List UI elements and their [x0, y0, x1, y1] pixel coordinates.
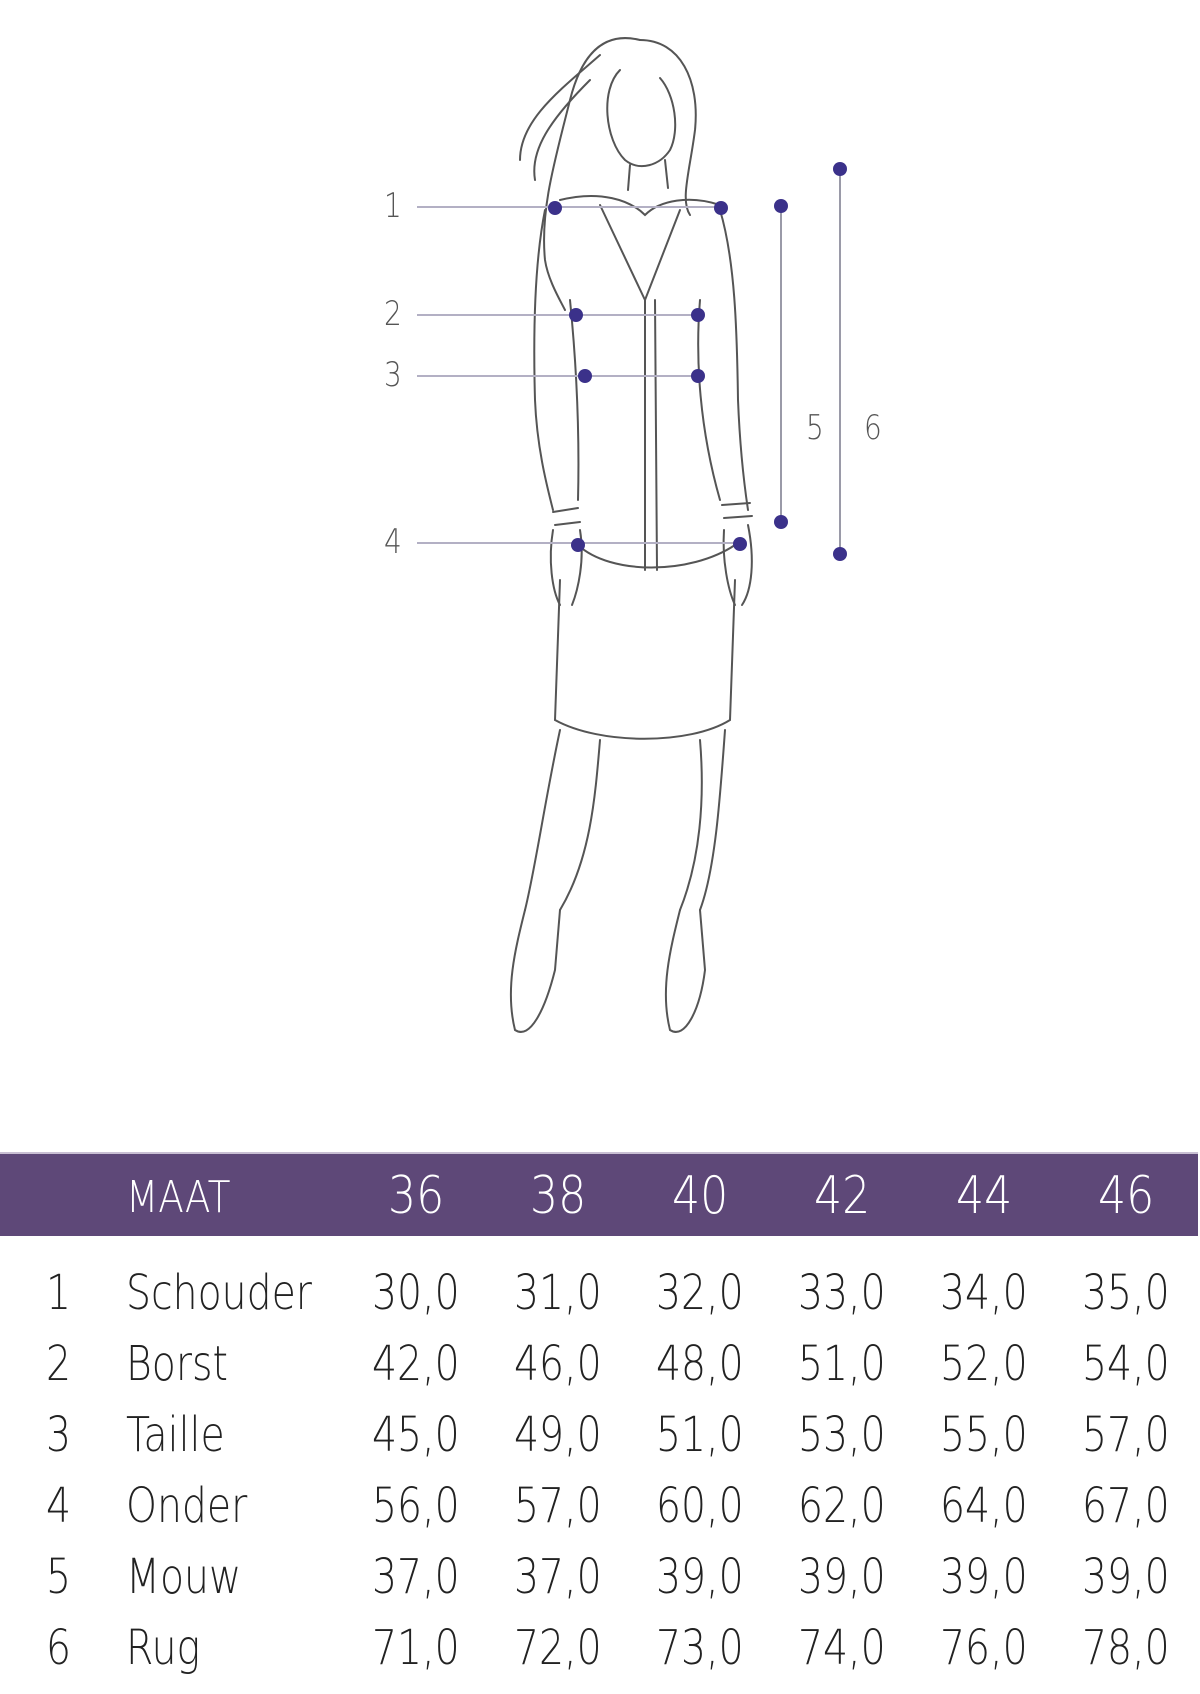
row-number: 4 [46, 1478, 72, 1534]
table-cell: 35,0 [1082, 1265, 1170, 1321]
header-size-40: 40 [672, 1166, 729, 1226]
row-measure-name: Taille [126, 1407, 225, 1463]
table-cell: 39,0 [940, 1549, 1028, 1605]
callout-label-3: 3 [384, 355, 402, 395]
table-cell: 46,0 [514, 1336, 602, 1392]
callout-label-1: 1 [384, 186, 402, 226]
row-number: 2 [46, 1336, 72, 1392]
table-cell: 73,0 [656, 1620, 744, 1676]
table-cell: 48,0 [656, 1336, 744, 1392]
table-cell: 51,0 [656, 1407, 744, 1463]
table-cell: 72,0 [514, 1620, 602, 1676]
table-cell: 67,0 [1082, 1478, 1170, 1534]
size-table-header: MAAT 36 38 40 42 44 46 [0, 1152, 1198, 1236]
callout-label-4: 4 [384, 522, 402, 562]
table-cell: 42,0 [372, 1336, 460, 1392]
header-size-46: 46 [1098, 1166, 1155, 1226]
table-cell: 49,0 [514, 1407, 602, 1463]
table-cell: 78,0 [1082, 1620, 1170, 1676]
table-cell: 52,0 [940, 1336, 1028, 1392]
table-cell: 54,0 [1082, 1336, 1170, 1392]
callout-label-5: 5 [806, 408, 824, 448]
table-cell: 31,0 [514, 1265, 602, 1321]
table-row: 6 Rug 71,0 72,0 73,0 74,0 76,0 78,0 [0, 1620, 1200, 1690]
table-cell: 37,0 [514, 1549, 602, 1605]
table-cell: 53,0 [798, 1407, 886, 1463]
row-number: 3 [46, 1407, 72, 1463]
table-cell: 32,0 [656, 1265, 744, 1321]
table-cell: 57,0 [1082, 1407, 1170, 1463]
header-size-38: 38 [530, 1166, 587, 1226]
table-row: 5 Mouw 37,0 37,0 39,0 39,0 39,0 39,0 [0, 1549, 1200, 1619]
row-measure-name: Schouder [126, 1265, 312, 1321]
table-cell: 64,0 [940, 1478, 1028, 1534]
row-measure-name: Mouw [126, 1549, 242, 1605]
row-measure-name: Borst [126, 1336, 228, 1392]
header-size-42: 42 [814, 1166, 871, 1226]
row-number: 5 [46, 1549, 72, 1605]
header-maat-label: MAAT [126, 1172, 231, 1223]
table-cell: 57,0 [514, 1478, 602, 1534]
table-cell: 30,0 [372, 1265, 460, 1321]
table-cell: 37,0 [372, 1549, 460, 1605]
table-cell: 56,0 [372, 1478, 460, 1534]
table-row: 2 Borst 42,0 46,0 48,0 51,0 52,0 54,0 [0, 1336, 1200, 1406]
table-cell: 39,0 [798, 1549, 886, 1605]
row-measure-name: Rug [126, 1620, 201, 1676]
row-number: 6 [46, 1620, 72, 1676]
row-measure-name: Onder [126, 1478, 248, 1534]
table-cell: 71,0 [372, 1620, 460, 1676]
table-cell: 39,0 [1082, 1549, 1170, 1605]
figure-sketch [417, 37, 847, 1033]
table-row: 3 Taille 45,0 49,0 51,0 53,0 55,0 57,0 [0, 1407, 1200, 1477]
measurement-illustration: 1 2 3 4 5 6 [384, 37, 882, 1033]
table-cell: 74,0 [798, 1620, 886, 1676]
table-row: 4 Onder 56,0 57,0 60,0 62,0 64,0 67,0 [0, 1478, 1200, 1548]
table-cell: 34,0 [940, 1265, 1028, 1321]
table-cell: 39,0 [656, 1549, 744, 1605]
callout-label-6: 6 [864, 408, 882, 448]
table-cell: 60,0 [656, 1478, 744, 1534]
row-number: 1 [46, 1265, 72, 1321]
header-size-36: 36 [388, 1166, 445, 1226]
table-row: 1 Schouder 30,0 31,0 32,0 33,0 34,0 35,0 [0, 1265, 1200, 1335]
table-cell: 33,0 [798, 1265, 886, 1321]
table-cell: 76,0 [940, 1620, 1028, 1676]
table-cell: 45,0 [372, 1407, 460, 1463]
table-cell: 62,0 [798, 1478, 886, 1534]
callout-label-2: 2 [384, 294, 402, 334]
header-size-44: 44 [956, 1166, 1013, 1226]
table-cell: 55,0 [940, 1407, 1028, 1463]
table-cell: 51,0 [798, 1336, 886, 1392]
